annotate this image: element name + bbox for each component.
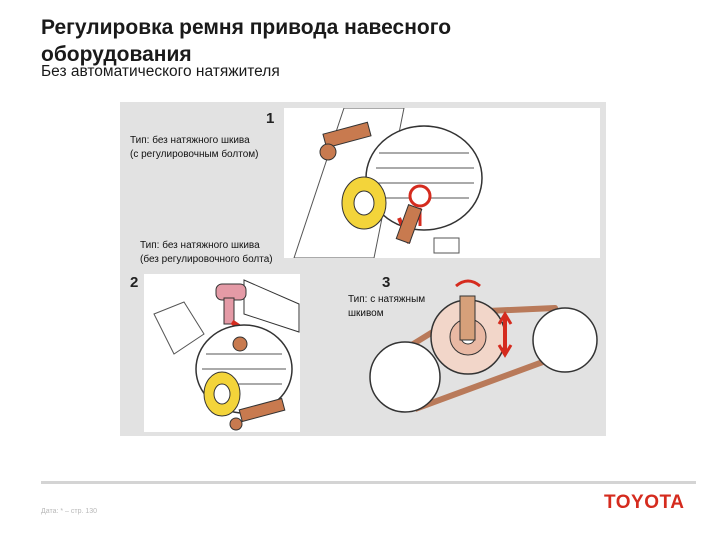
panel-3-caption: Тип: с натяжным шкивом (348, 293, 425, 320)
panel-2-caption: Тип: без натяжного шкива (без регулирово… (140, 239, 273, 266)
alternator-with-bolt-drawing (293, 108, 483, 258)
panel-2-illustration (144, 274, 300, 432)
footer-page-info: Дата: * – стр. 130 (41, 508, 98, 515)
panel-3-caption-line1: Тип: с натяжным (348, 294, 426, 305)
panel-2-number: 2 (130, 274, 139, 291)
toyota-logo: TOYOTA (604, 492, 685, 513)
panel-3-caption-line2: шкивом (348, 307, 384, 319)
belt-adjustment-figure: 1 Тип: без натяжного шкива (с регулирово… (120, 102, 606, 436)
panel-2-caption-line1: Тип: без натяжного шкива (140, 240, 260, 251)
slide-title: Регулировка ремня привода навесного обор… (41, 16, 452, 66)
panel-1-caption-line2: (с регулировочным болтом) (130, 148, 259, 160)
panel-2-caption-line2: (без регулировочного болта) (140, 253, 273, 265)
panel-1-illustration (284, 108, 600, 258)
footer-divider (41, 481, 696, 484)
panel-1-caption: Тип: без натяжного шкива (с регулировочн… (130, 134, 258, 161)
slide-subtitle: Без автоматического натяжителя (41, 63, 280, 80)
panel-1-number: 1 (266, 110, 275, 127)
panel-1-caption-line1: Тип: без натяжного шкива (130, 135, 250, 146)
panel-3-illustration (360, 272, 606, 436)
panel-3-number: 3 (382, 274, 391, 291)
alternator-with-bar-drawing (153, 279, 300, 431)
belt-tensioner-drawing (369, 279, 598, 413)
